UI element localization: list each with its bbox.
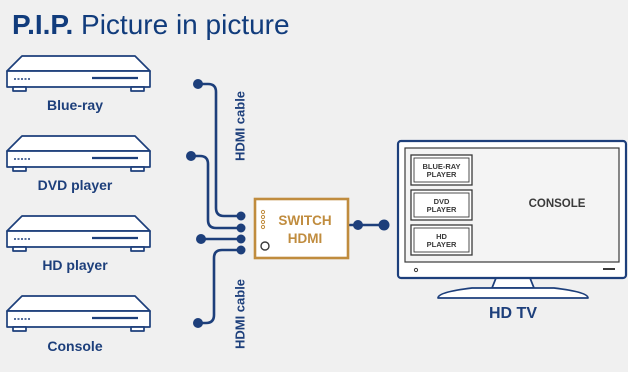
pip-label-line1: BLUE-RAY: [422, 162, 460, 171]
tv-stand: [437, 277, 589, 299]
device-label: HD player: [42, 257, 108, 273]
device-hd-player: HD player: [6, 215, 151, 273]
tv-main-label: CONSOLE: [529, 198, 586, 210]
power-button-icon: [260, 241, 270, 251]
switch-label-line1: SWITCH: [278, 213, 331, 228]
device-console: Console: [6, 295, 151, 354]
device-label: Console: [47, 338, 102, 354]
pip-window-blue-ray: BLUE-RAY PLAYER: [410, 154, 473, 186]
device-label: Blue-ray: [47, 97, 103, 113]
pip-label-line2: PLAYER: [427, 240, 457, 249]
cable-label-top: HDMI cable: [232, 91, 247, 161]
pip-window-dvd-player: DVD PLAYER: [410, 189, 473, 221]
switch-label-line2: HDMI: [288, 231, 323, 246]
hd-tv: BLUE-RAY PLAYER DVD PLAYER HD PLAYER CON…: [396, 139, 628, 322]
pip-label-line2: PLAYER: [427, 170, 457, 179]
switch-box: [253, 197, 350, 260]
cable-connectors: [186, 79, 390, 328]
hdmi-switch: SWITCH HDMI: [253, 197, 350, 260]
page-title: P.I.P. Picture in picture: [12, 7, 290, 43]
device-label: DVD player: [38, 177, 113, 193]
hdmi-cables: [189, 82, 382, 325]
pip-window-hd-player: HD PLAYER: [410, 224, 473, 256]
device-blue-ray: Blue-ray: [6, 55, 151, 113]
device-dvd-player: DVD player: [6, 135, 151, 193]
media-player-icon: [6, 215, 151, 252]
pip-label-line1: HD: [436, 232, 447, 241]
title-abbr: P.I.P.: [12, 9, 74, 40]
port-indicator-icon: [260, 209, 266, 230]
pip-label-line2: PLAYER: [427, 205, 457, 214]
media-player-icon: [6, 55, 151, 92]
tv-power-icon: [413, 267, 419, 273]
media-player-icon: [6, 295, 151, 332]
cable-label-bottom: HDMI cable: [232, 279, 247, 349]
pip-label-line1: DVD: [434, 197, 450, 206]
cable-console: [196, 248, 240, 325]
cable-blue-ray: [196, 82, 240, 218]
media-player-icon: [6, 135, 151, 172]
cable-dvd-player: [189, 154, 240, 230]
tv-label: HD TV: [489, 305, 537, 322]
title-text: Picture in picture: [73, 9, 290, 40]
